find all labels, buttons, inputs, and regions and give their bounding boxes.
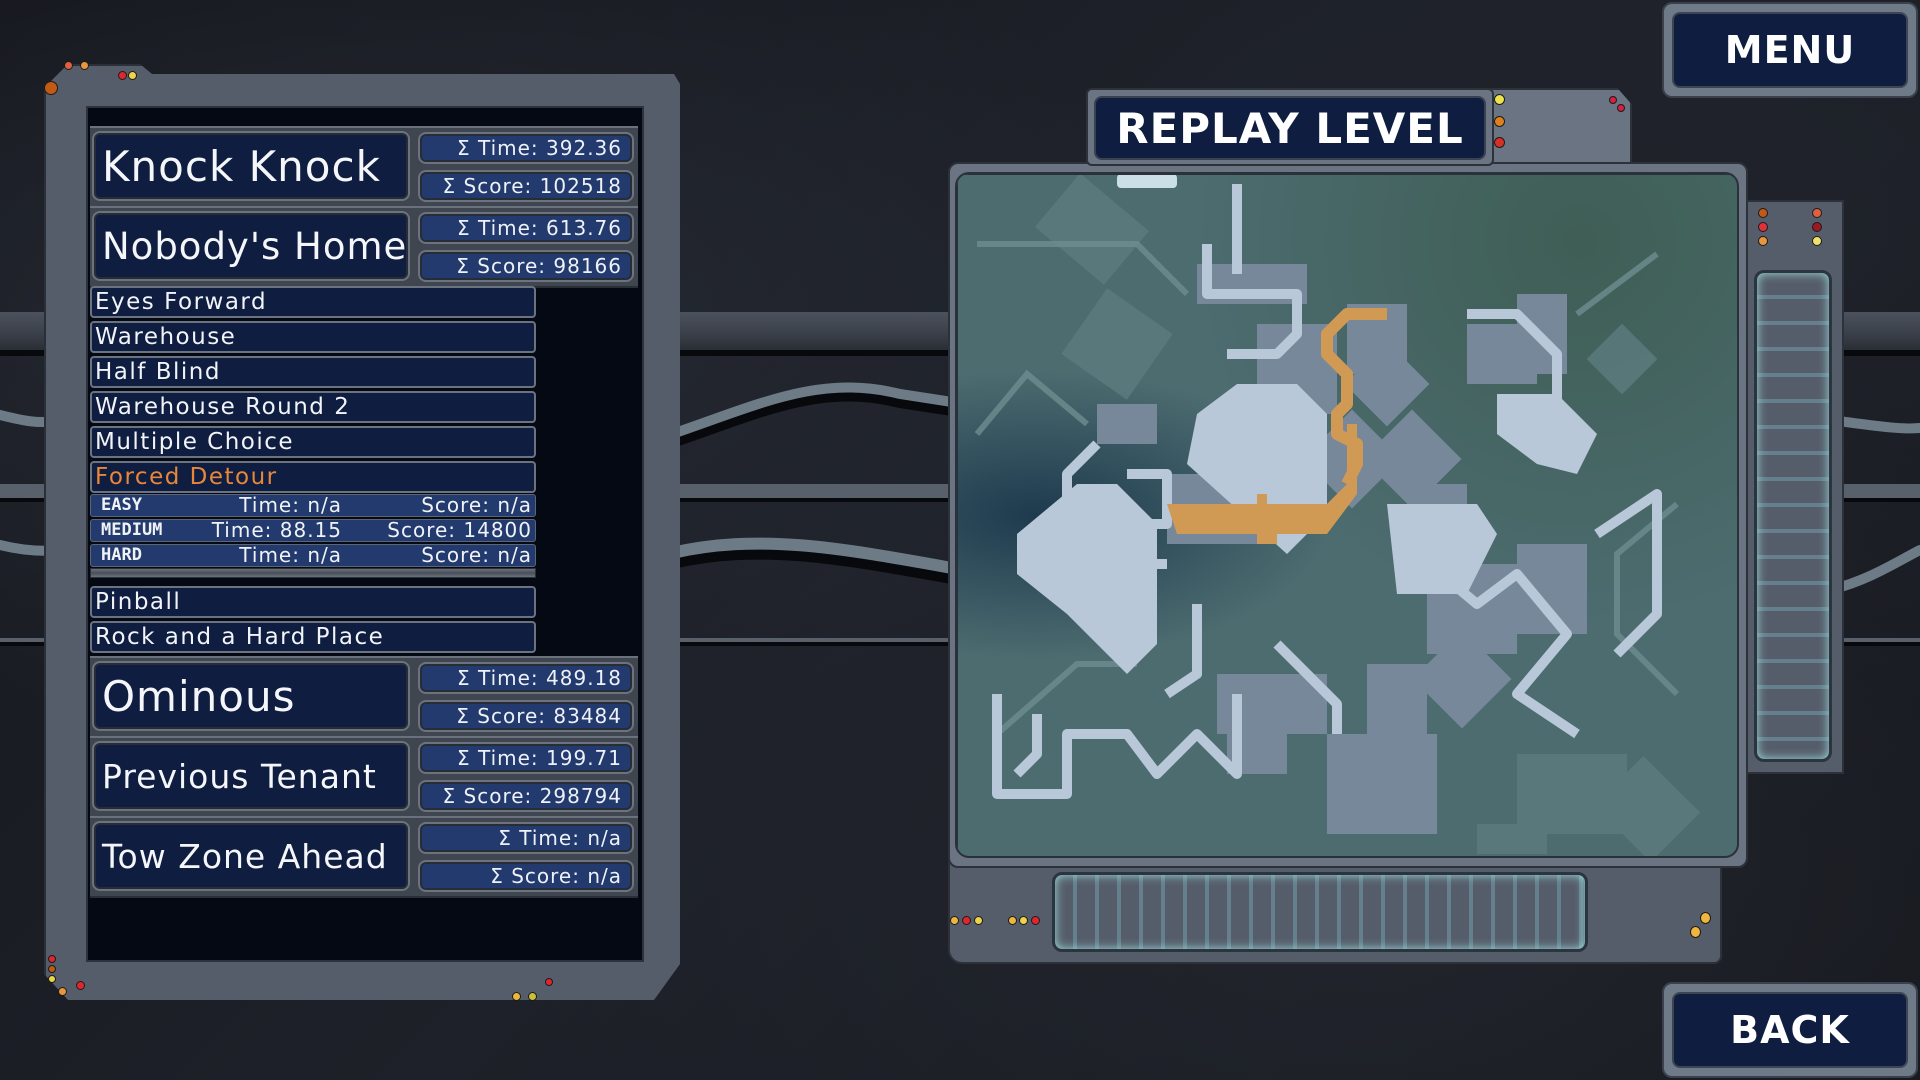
group-name: Ominous: [92, 661, 410, 731]
indicator-light: [950, 916, 959, 925]
group-total-time: Σ Time: 613.76: [418, 212, 634, 244]
indicator-light: [1758, 208, 1768, 218]
side-progress-tube: [1754, 270, 1832, 762]
indicator-light: [528, 992, 537, 1001]
group-total-time: Σ Time: 199.71: [418, 742, 634, 774]
level-item-warehouse-round-2[interactable]: Warehouse Round 2: [90, 391, 536, 423]
group-name: Knock Knock: [92, 131, 410, 201]
bottom-housing: [948, 862, 1722, 964]
indicator-light: [1494, 116, 1505, 127]
bottom-progress-tube: [1052, 872, 1588, 952]
group-total-time: Σ Time: n/a: [418, 822, 634, 854]
level-item-warehouse[interactable]: Warehouse: [90, 321, 536, 353]
bg-pipe: [0, 638, 60, 642]
difficulty-score: Score: n/a: [421, 493, 532, 517]
group-total-time: Σ Time: 392.36: [418, 132, 634, 164]
menu-button-label: MENU: [1672, 12, 1908, 88]
group-row-knock-knock[interactable]: Knock Knock Σ Time: 392.36 Σ Score: 1025…: [90, 126, 638, 208]
indicator-light: [1019, 916, 1028, 925]
difficulty-time: Time: 88.15: [211, 518, 342, 542]
indicator-light: [48, 965, 56, 973]
indicator-light: [64, 61, 73, 70]
level-item-eyes-forward[interactable]: Eyes Forward: [90, 286, 536, 318]
indicator-light: [1031, 916, 1040, 925]
indicator-light: [1812, 236, 1822, 246]
level-item-forced-detour[interactable]: Forced Detour: [90, 461, 536, 493]
difficulty-row-hard[interactable]: HARD Time: n/a Score: n/a: [90, 544, 536, 567]
group-total-score: Σ Score: 298794: [418, 780, 634, 812]
indicator-light: [1758, 222, 1768, 232]
level-item-pinball[interactable]: Pinball: [90, 586, 536, 618]
indicator-light: [1812, 222, 1822, 232]
difficulty-time: Time: n/a: [239, 493, 342, 517]
difficulty-row-medium[interactable]: MEDIUM Time: 88.15 Score: 14800: [90, 519, 536, 542]
right-side-housing: [1744, 200, 1844, 774]
indicator-light: [962, 916, 971, 925]
indicator-light: [1494, 137, 1505, 148]
indicator-light: [128, 71, 137, 80]
indicator-light: [1609, 96, 1617, 104]
group-row-ominous[interactable]: Ominous Σ Time: 489.18 Σ Score: 83484: [90, 656, 638, 738]
group-name: Nobody's Home: [92, 211, 410, 281]
indicator-light: [512, 992, 521, 1001]
indicator-light: [1700, 912, 1711, 924]
indicator-light: [58, 987, 67, 996]
back-button-label: BACK: [1672, 992, 1908, 1068]
map-layout: [957, 174, 1737, 856]
indicator-light: [1690, 926, 1701, 938]
indicator-light: [1617, 104, 1625, 112]
level-item-rock-and-a-hard-place[interactable]: Rock and a Hard Place: [90, 621, 536, 653]
level-map-preview[interactable]: [955, 172, 1739, 858]
bg-pipe: [1830, 484, 1920, 498]
group-row-previous-tenant[interactable]: Previous Tenant Σ Time: 199.71 Σ Score: …: [90, 736, 638, 818]
group-total-score: Σ Score: 102518: [418, 170, 634, 202]
indicator-light: [44, 81, 58, 95]
level-item-half-blind[interactable]: Half Blind: [90, 356, 536, 388]
page-title: REPLAY LEVEL: [1094, 96, 1486, 160]
indicator-light: [80, 61, 89, 70]
group-row-nobodys-home[interactable]: Nobody's Home Σ Time: 613.76 Σ Score: 98…: [90, 206, 638, 288]
difficulty-label: EASY: [101, 495, 142, 515]
bg-pipe: [672, 312, 952, 350]
group-total-time: Σ Time: 489.18: [418, 662, 634, 694]
indicator-light: [1812, 208, 1822, 218]
group-row-tow-zone-ahead[interactable]: Tow Zone Ahead Σ Time: n/a Σ Score: n/a: [90, 816, 638, 898]
back-button[interactable]: BACK: [1662, 982, 1918, 1078]
indicator-light: [48, 975, 56, 983]
difficulty-label: MEDIUM: [101, 520, 163, 540]
group-total-score: Σ Score: 98166: [418, 250, 634, 282]
indicator-light: [545, 978, 553, 986]
difficulty-label: HARD: [101, 545, 142, 565]
bg-pipe: [672, 638, 952, 642]
group-name: Previous Tenant: [92, 741, 410, 811]
menu-button[interactable]: MENU: [1662, 2, 1918, 98]
group-total-score: Σ Score: n/a: [418, 860, 634, 892]
bg-pipe: [1830, 638, 1920, 642]
bg-pipe: [1830, 312, 1920, 350]
indicator-light: [1008, 916, 1017, 925]
indicator-light: [1758, 236, 1768, 246]
indicator-light: [76, 981, 85, 990]
indicator-light: [48, 955, 56, 963]
difficulty-divider: [90, 568, 536, 578]
indicator-light: [118, 71, 127, 80]
indicator-light: [974, 916, 983, 925]
difficulty-time: Time: n/a: [239, 543, 342, 567]
difficulty-score: Score: n/a: [421, 543, 532, 567]
bg-pipe: [672, 484, 952, 498]
difficulty-row-easy[interactable]: EASY Time: n/a Score: n/a: [90, 494, 536, 517]
group-name: Tow Zone Ahead: [92, 821, 410, 891]
group-total-score: Σ Score: 83484: [418, 700, 634, 732]
difficulty-score: Score: 14800: [387, 518, 532, 542]
level-item-multiple-choice[interactable]: Multiple Choice: [90, 426, 536, 458]
indicator-light: [1494, 94, 1505, 105]
